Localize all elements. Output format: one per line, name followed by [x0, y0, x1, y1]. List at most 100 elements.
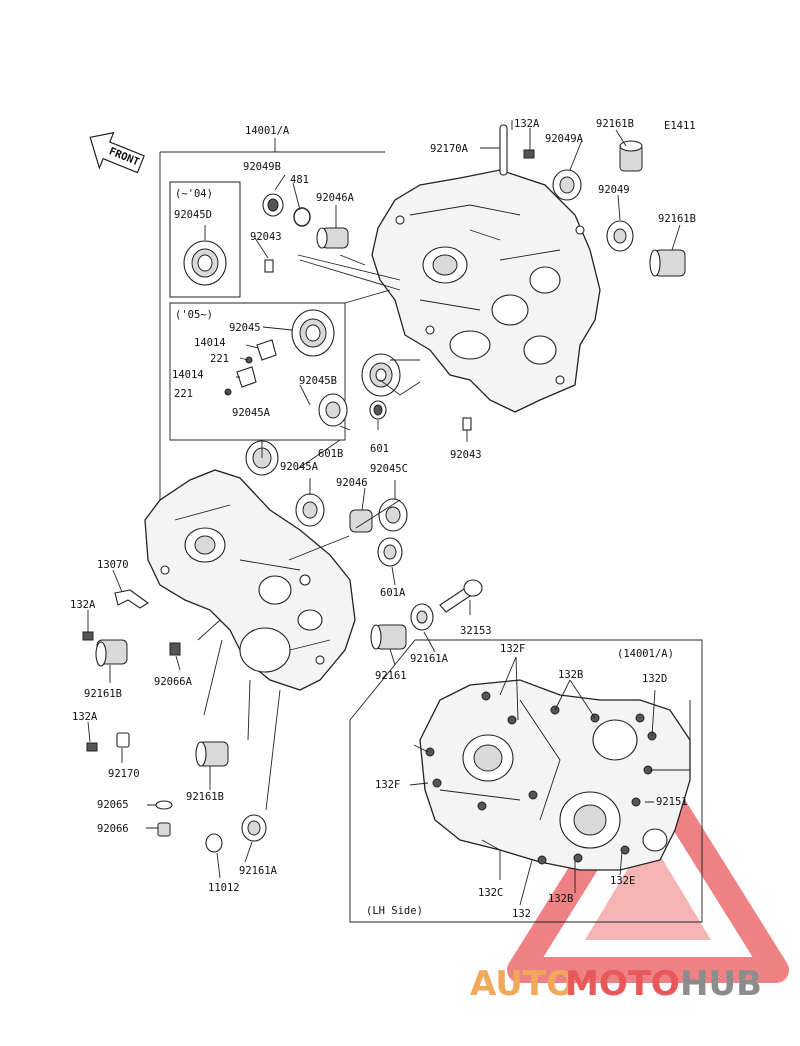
collar-92161B-low	[195, 741, 229, 767]
late-model-label: ('05~)	[175, 309, 213, 321]
part-label: 92161B	[186, 791, 224, 803]
detail-title: (14001/A)	[617, 648, 674, 660]
part-label: 14014	[172, 369, 204, 381]
lh-side-detail-box	[349, 639, 703, 923]
part-label: 92161A	[239, 865, 278, 877]
leader-lines	[87, 120, 681, 879]
upper-crankcase-half	[371, 169, 601, 413]
part-label: 132F	[375, 779, 400, 791]
part-label: 132A	[72, 711, 98, 723]
part-label: 601	[370, 443, 389, 455]
part-label: 92043	[250, 231, 282, 243]
part-label: 132A	[514, 118, 540, 130]
watermark-hub: HUB	[680, 964, 762, 1004]
part-label: 92045D	[174, 209, 212, 221]
part-label: 92161B	[658, 213, 696, 225]
part-label: 132D	[642, 673, 667, 685]
part-label: 92066	[97, 823, 129, 835]
part-label: 11012	[208, 882, 240, 894]
washer-92065	[155, 800, 173, 810]
part-label: 481	[290, 174, 309, 186]
bearing-92049B	[262, 193, 284, 217]
bracket-13070	[114, 589, 149, 609]
screw-221-b	[224, 388, 232, 396]
part-label: 601A	[380, 587, 406, 599]
plate-14014-a	[256, 339, 277, 361]
bearing-92045	[291, 309, 335, 357]
figure-code: E1411	[664, 120, 696, 132]
pin-92170A	[499, 124, 508, 176]
needle-bearing-92046A	[316, 227, 349, 249]
bearing-92045B	[361, 353, 401, 397]
clip-92170	[116, 732, 130, 748]
part-label: 92066A	[154, 676, 193, 688]
bolt-132A-top	[523, 149, 535, 159]
screw-221-a	[245, 356, 253, 364]
bearing-92045A-lower	[295, 493, 325, 527]
part-labels: 132A 92170A 92049A 92161B 92049B 481 920…	[70, 118, 696, 920]
part-label: 92043	[450, 449, 482, 461]
part-label: 132E	[610, 875, 635, 887]
part-label: 92046	[336, 477, 368, 489]
snap-ring-481	[293, 207, 311, 227]
part-label: 92049A	[545, 133, 584, 145]
collar-92161B-left	[95, 639, 128, 667]
part-label: 32153	[460, 625, 492, 637]
dowel-pin-92043-top	[264, 259, 274, 273]
collar-92161	[370, 624, 407, 650]
part-label: 92045C	[370, 463, 408, 475]
part-label: 92049B	[243, 161, 281, 173]
part-label: 92161	[375, 670, 407, 682]
bolt-132A-low	[86, 742, 98, 752]
part-label: 92151	[656, 796, 688, 808]
part-label: 92046A	[316, 192, 355, 204]
part-label: 13070	[97, 559, 129, 571]
part-label: 132	[512, 908, 531, 920]
part-label: 92170A	[430, 143, 469, 155]
bolt-132A-left	[82, 631, 94, 641]
bearing-92045D	[183, 240, 227, 286]
part-label: 221	[174, 388, 193, 400]
bearing-92049	[606, 220, 634, 252]
part-label: 92170	[108, 768, 140, 780]
detail-side-label: (LH Side)	[366, 905, 423, 917]
watermark-text: AUTO MOTO HUB	[470, 964, 762, 1004]
bearing-601B	[318, 393, 348, 427]
part-label: 132A	[70, 599, 96, 611]
part-label: 92161A	[410, 653, 449, 665]
plug-92066	[157, 822, 171, 837]
part-label: 601B	[318, 448, 343, 460]
part-label: 92161B	[596, 118, 634, 130]
part-label: 132B	[558, 669, 583, 681]
dowel-pin-92043-mid	[462, 417, 472, 431]
part-label: 132C	[478, 887, 503, 899]
watermark-moto: MOTO	[565, 964, 680, 1004]
plate-14014-b	[236, 366, 257, 388]
part-label: 132F	[500, 643, 525, 655]
part-label: 92161B	[84, 688, 122, 700]
plug-92066A	[169, 642, 181, 656]
early-model-box	[169, 181, 241, 298]
front-arrow-icon: FRONT	[89, 131, 145, 174]
bearing-92049A	[552, 169, 582, 201]
seal-92161A-mid	[410, 603, 434, 631]
part-label: 132B	[548, 893, 573, 905]
part-label: 92045B	[299, 375, 337, 387]
part-label: 92045	[229, 322, 261, 334]
shaft-32153	[439, 579, 483, 613]
lower-crankcase-half	[144, 469, 356, 691]
part-label: 14014	[194, 337, 226, 349]
needle-bearing-92046	[349, 509, 373, 533]
part-label: 92045A	[232, 407, 271, 419]
collar-92161B-right	[649, 249, 686, 277]
part-label-14001A: 14001/A	[245, 125, 290, 137]
seal-92161A-low	[241, 814, 267, 842]
part-label: 92049	[598, 184, 630, 196]
bearing-601	[369, 400, 387, 420]
watermark-auto: AUTO	[470, 964, 575, 1004]
part-label: 221	[210, 353, 229, 365]
bearing-92045C	[378, 498, 408, 532]
collar-92161B-top	[619, 140, 643, 172]
